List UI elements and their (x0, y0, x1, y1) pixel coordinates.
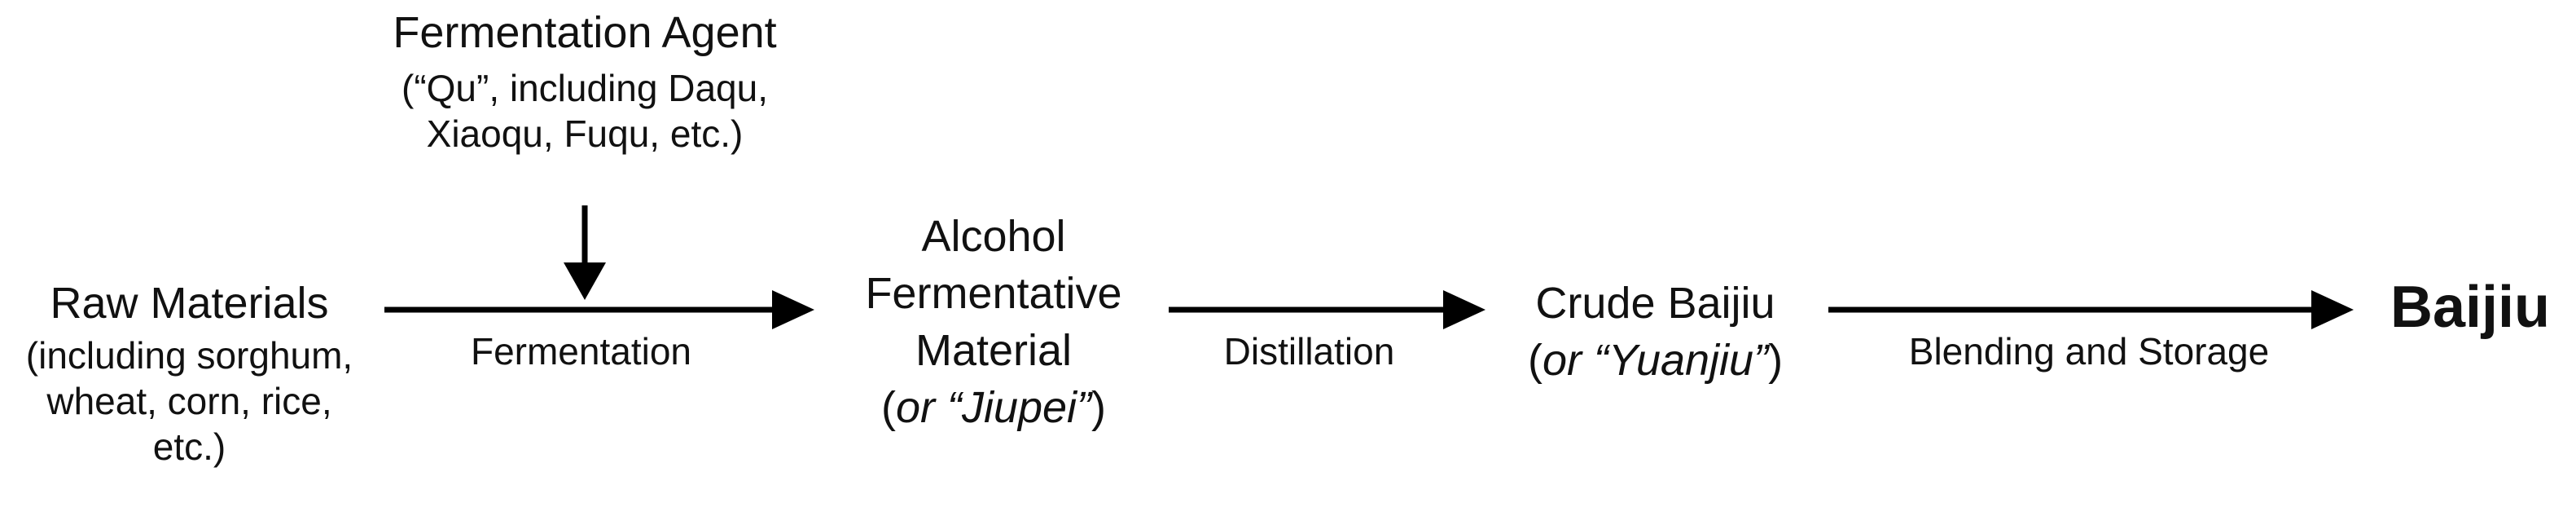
raw-materials-sub-line2: wheat, corn, rice, (46, 379, 332, 422)
fermentation-agent-title: Fermentation Agent (393, 8, 777, 57)
alcohol-alt-prefix: ( (880, 382, 896, 432)
blending-arrow-head (2311, 290, 2354, 329)
fermentation-agent-sub-line2: Xiaoqu, Fuqu, etc.) (426, 112, 744, 155)
alcohol-alt-name: (or “Jiupei”) (823, 381, 1165, 435)
alcohol-line2: Fermentative (865, 268, 1122, 318)
baijiu-final-node: Baijiu (2390, 275, 2551, 340)
crude-baijiu-node: Crude Baijiu (or “Yuanjiu”) (1486, 277, 1824, 388)
fermentation-arrow-head (772, 290, 814, 329)
alcohol-alt-suffix: ) (1091, 382, 1107, 432)
alcohol-alt-italic: or “Jiupei” (895, 382, 1092, 432)
distillation-edge-label: Distillation (1223, 330, 1395, 373)
raw-materials-node: Raw Materials (including sorghum, wheat,… (0, 277, 379, 470)
agent-down-arrow-head (564, 262, 606, 300)
distillation-arrow-head (1443, 290, 1485, 329)
raw-materials-sub-line1: (including sorghum, (25, 333, 353, 377)
blending-storage-edge-label: Blending and Storage (1908, 330, 2270, 373)
raw-materials-sub-line3: etc.) (152, 425, 226, 469)
crude-alt-italic: or “Yuanjiu” (1542, 335, 1769, 385)
alcohol-line3: Material (915, 325, 1073, 375)
fermentation-agent-sub-line1: (“Qu”, including Daqu, (402, 66, 768, 109)
raw-materials-title: Raw Materials (50, 279, 329, 328)
crude-baijiu-alt-name: (or “Yuanjiu”) (1486, 334, 1824, 388)
crude-baijiu-title: Crude Baijiu (1535, 279, 1775, 328)
alcohol-line1: Alcohol (921, 212, 1066, 261)
fermentation-edge-label: Fermentation (470, 330, 691, 373)
alcohol-fermentative-material-node: Alcohol Fermentative Material (or “Jiupe… (823, 210, 1165, 435)
fermentation-agent-node: Fermentation Agent (“Qu”, including Daqu… (340, 7, 829, 157)
crude-alt-prefix: ( (1527, 335, 1543, 385)
crude-alt-suffix: ) (1768, 335, 1784, 385)
